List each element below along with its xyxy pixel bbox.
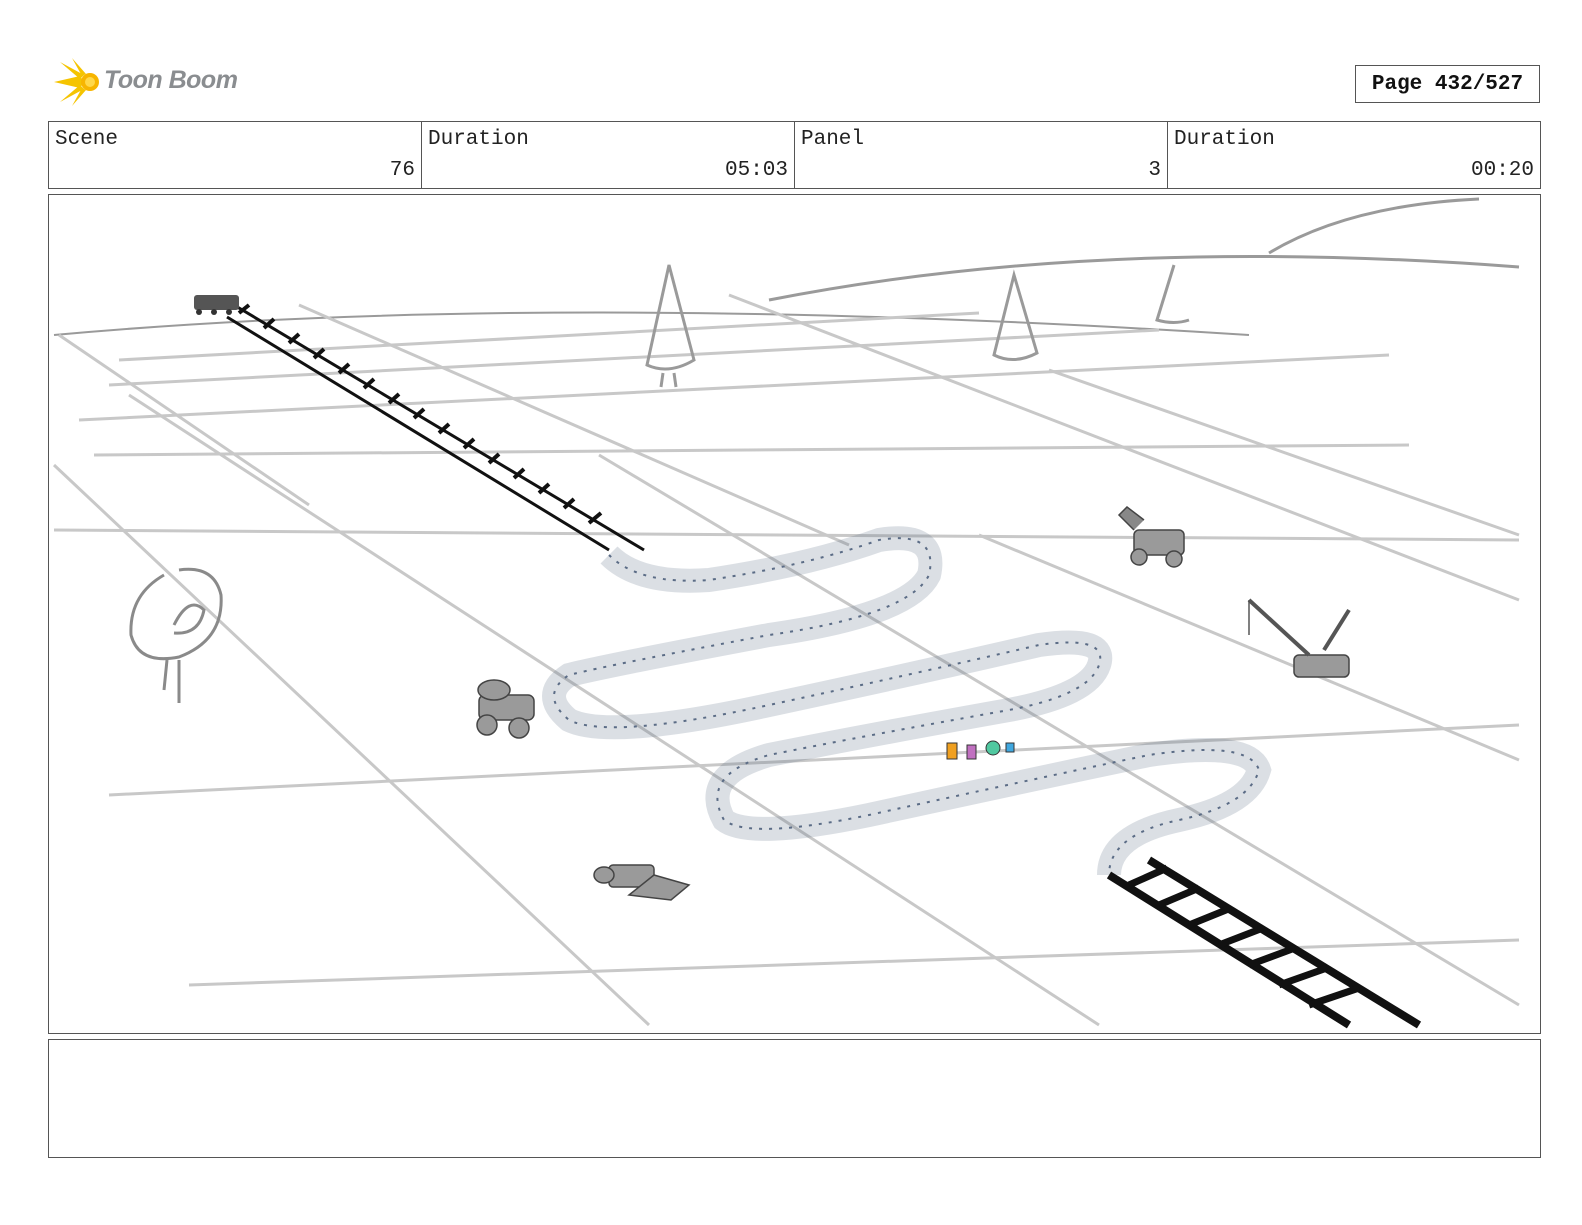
horizon-line <box>53 311 1250 336</box>
panel-drawing <box>52 197 1520 1029</box>
panel-duration-value: 00:20 <box>1470 159 1534 182</box>
ground-grid <box>52 293 1520 1027</box>
rail-track-lower <box>1106 856 1422 1029</box>
scene-duration-value: 05:03 <box>724 159 788 182</box>
hill-line <box>768 254 1520 302</box>
toon-boom-logo: Toon Boom <box>50 56 250 108</box>
panel-duration-label: Duration <box>1174 128 1275 151</box>
tree-sketch <box>645 264 1190 388</box>
characters-group <box>946 740 1015 760</box>
panel-label: Panel <box>801 128 865 151</box>
storyboard-panel <box>48 194 1541 1034</box>
scene-info-table: Scene 76 Duration 05:03 Panel 3 Duration… <box>48 121 1541 189</box>
scene-duration-label: Duration <box>428 128 529 151</box>
rail-track-upper <box>226 303 645 552</box>
excavator-vehicle <box>1117 506 1185 568</box>
crane-vehicle <box>1247 598 1351 678</box>
scene-value: 76 <box>389 159 415 182</box>
bulldozer-vehicle <box>593 864 691 901</box>
page-number: Page 432/527 <box>1355 65 1540 103</box>
roller-vehicle <box>476 679 535 739</box>
train-locomotive <box>194 295 239 315</box>
scene-duration-cell: Duration 05:03 <box>422 122 795 188</box>
starburst-icon <box>54 58 99 106</box>
bush-sketch <box>129 567 223 703</box>
hill-line-2 <box>1268 197 1480 255</box>
scene-label: Scene <box>55 128 119 151</box>
scene-cell: Scene 76 <box>49 122 422 188</box>
panel-cell: Panel 3 <box>795 122 1168 188</box>
panel-value: 3 <box>1148 159 1161 182</box>
winding-track <box>542 526 1272 876</box>
panel-duration-cell: Duration 00:20 <box>1168 122 1540 188</box>
logo-text: Toon Boom <box>104 66 238 94</box>
panel-notes-box <box>48 1039 1541 1158</box>
